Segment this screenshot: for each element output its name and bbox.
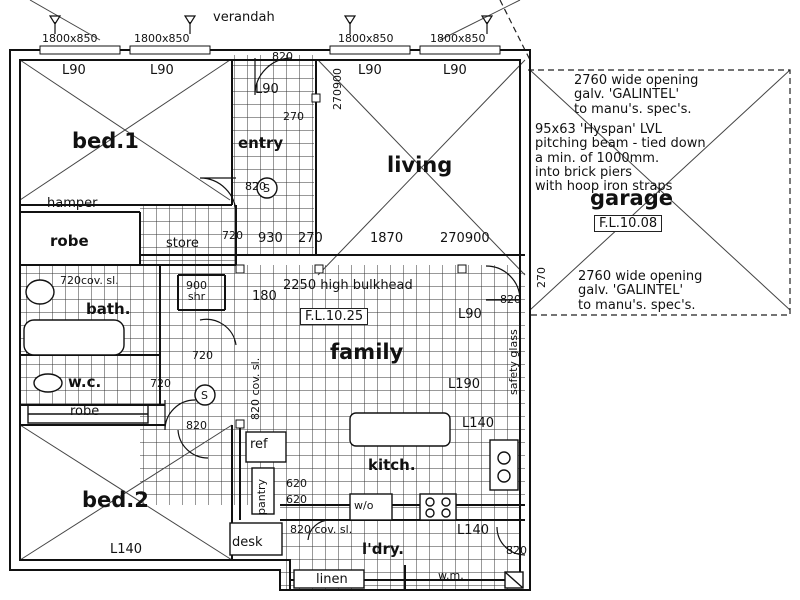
- dimension-label: 620: [286, 493, 307, 506]
- dimension-label: 720: [150, 377, 171, 390]
- lintel-label: L140: [462, 416, 495, 431]
- dimension-label: 180: [252, 289, 277, 304]
- room-desk: desk: [232, 535, 263, 550]
- dimension-label: 820: [272, 50, 293, 63]
- dimension-label: 820 cov. sl.: [249, 357, 262, 420]
- fixtures: [23, 279, 524, 589]
- smoke-detector-icon: [194, 177, 278, 406]
- dimension-label: 820: [186, 419, 207, 432]
- windows: [39, 45, 501, 55]
- dimension-label: 270: [298, 231, 323, 246]
- lintel-label: L90: [443, 63, 467, 78]
- lintel-label: L140: [457, 523, 490, 538]
- room-wo: w/o: [354, 499, 374, 512]
- dimension-label: 270900: [440, 231, 490, 246]
- room-diagonals: [19, 0, 791, 561]
- dimension-label: 820: [245, 180, 266, 193]
- window-label: 1800x850: [42, 32, 98, 45]
- room-pantry: pantry: [255, 478, 268, 515]
- family-floor-level: F.L.10.25: [300, 308, 369, 325]
- room-entry: entry: [238, 134, 284, 152]
- dimension-label: 930: [258, 231, 283, 246]
- room-bed2: bed.2: [82, 488, 149, 512]
- verandah-label: verandah: [213, 10, 275, 25]
- lintel-label: L140: [110, 542, 143, 557]
- dimension-label: 820 cov. sl.: [290, 523, 353, 536]
- dimension-label: 720: [192, 349, 213, 362]
- piers: [235, 93, 467, 429]
- lintel-label: L90: [150, 63, 174, 78]
- dimension-label: 1870: [370, 231, 404, 246]
- room-ref: ref: [250, 437, 268, 452]
- note-opening-top: 2760 wide opening galv. 'GALINTEL' to ma…: [574, 73, 699, 117]
- dimension-label: 820: [506, 544, 527, 557]
- garage-floor-level: F.L.10.08: [594, 215, 663, 232]
- room-bed1: bed.1: [72, 129, 139, 153]
- window-label: 1800x850: [338, 32, 394, 45]
- room-living: living: [387, 153, 453, 177]
- room-wm: w.m.: [438, 569, 464, 582]
- dimension-label: 820: [500, 293, 521, 306]
- lintel-label: L90: [458, 307, 482, 322]
- window-label: 1800x850: [430, 32, 486, 45]
- dimension-label: 720cov. sl.: [60, 274, 119, 287]
- room-robe: robe: [50, 232, 89, 250]
- safety-glass-note: safety glass: [507, 329, 520, 395]
- dimension-label: 620: [286, 477, 307, 490]
- lintel-label: L190: [448, 377, 481, 392]
- room-store: store: [166, 236, 199, 251]
- lintel-label: L90: [358, 63, 382, 78]
- room-laundry: l'dry.: [362, 540, 404, 558]
- room-wc: w.c.: [68, 373, 102, 391]
- dimension-label: 270900: [331, 68, 344, 110]
- window-label: 1800x850: [134, 32, 190, 45]
- verandah-markers: [48, 15, 494, 34]
- bulkhead-note: 2250 high bulkhead: [283, 278, 413, 293]
- room-garage: garage: [590, 186, 674, 210]
- dimension-label: 720: [222, 229, 243, 242]
- note-beam: 95x63 'Hyspan' LVL pitching beam - tied …: [535, 122, 706, 195]
- dimension-label: 270: [535, 267, 548, 288]
- lintel-label: L90: [62, 63, 86, 78]
- room-shower: 900 shr: [186, 279, 207, 303]
- smoke-detector-label: S: [263, 182, 270, 195]
- smoke-detector-label: S: [201, 389, 208, 402]
- room-linen: linen: [316, 572, 348, 587]
- room-hamper: hamper: [47, 196, 98, 211]
- room-kitchen: kitch.: [368, 456, 416, 474]
- dimension-label: 270: [283, 110, 304, 123]
- door-swings: [164, 57, 526, 556]
- lintel-label: L90: [255, 82, 279, 97]
- room-bath: bath.: [86, 300, 131, 318]
- room-robe: robe: [70, 404, 100, 419]
- note-opening-bottom: 2760 wide opening galv. 'GALINTEL' to ma…: [578, 269, 703, 313]
- room-family: family: [330, 340, 404, 364]
